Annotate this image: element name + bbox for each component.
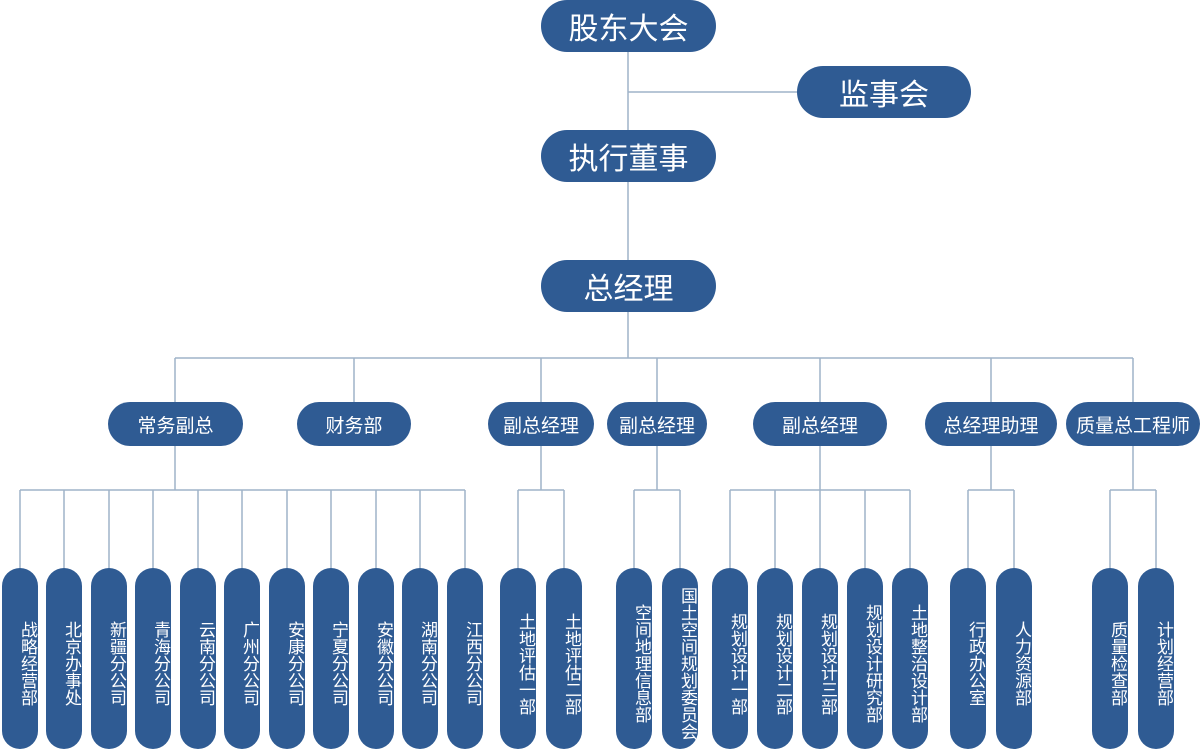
executive-director-node: 执行董事 [541, 130, 716, 182]
unit-strategy-dept: 战略经营部 [2, 568, 38, 749]
unit-ankang-branch: 安康分公司 [269, 568, 305, 749]
unit-planning-operations: 计划经营部 [1138, 568, 1174, 749]
unit-quality-inspection: 质量检查部 [1092, 568, 1128, 749]
unit-yunnan-branch: 云南分公司 [180, 568, 216, 749]
general-manager-node: 总经理 [541, 260, 716, 312]
branch-node-deputy-gm-1: 副总经理 [488, 402, 594, 446]
unit-planning-design-1: 规划设计一部 [712, 568, 748, 749]
unit-land-remediation-design: 土地整治设计部 [892, 568, 928, 749]
unit-qinghai-branch: 青海分公司 [135, 568, 171, 749]
unit-planning-research: 规划设计研究部 [847, 568, 883, 749]
unit-guangzhou-branch: 广州分公司 [224, 568, 260, 749]
unit-planning-design-2: 规划设计二部 [757, 568, 793, 749]
unit-land-appraisal-2: 土地评估二部 [546, 568, 582, 749]
unit-xinjiang-branch: 新疆分公司 [91, 568, 127, 749]
unit-spatial-planning-committee: 国土空间规划委员会 [662, 568, 698, 749]
unit-anhui-branch: 安徽分公司 [358, 568, 394, 749]
unit-hr-dept: 人力资源部 [996, 568, 1032, 749]
unit-admin-office: 行政办公室 [950, 568, 986, 749]
branch-node-finance: 财务部 [297, 402, 411, 446]
unit-land-appraisal-1: 土地评估一部 [500, 568, 536, 749]
branch-node-gm-assistant: 总经理助理 [925, 402, 1057, 446]
branch-node-quality-engineer: 质量总工程师 [1066, 402, 1200, 446]
unit-ningxia-branch: 宁夏分公司 [313, 568, 349, 749]
shareholders-meeting-node: 股东大会 [541, 0, 716, 52]
unit-jiangxi-branch: 江西分公司 [447, 568, 483, 749]
unit-geo-info-dept: 空间地理信息部 [616, 568, 652, 749]
unit-beijing-office: 北京办事处 [46, 568, 82, 749]
unit-planning-design-3: 规划设计三部 [802, 568, 838, 749]
unit-hunan-branch: 湖南分公司 [402, 568, 438, 749]
branch-node-executive-vp: 常务副总 [108, 402, 243, 446]
branch-node-deputy-gm-2: 副总经理 [607, 402, 707, 446]
supervisory-board-node: 监事会 [797, 66, 971, 118]
branch-node-deputy-gm-3: 副总经理 [753, 402, 887, 446]
